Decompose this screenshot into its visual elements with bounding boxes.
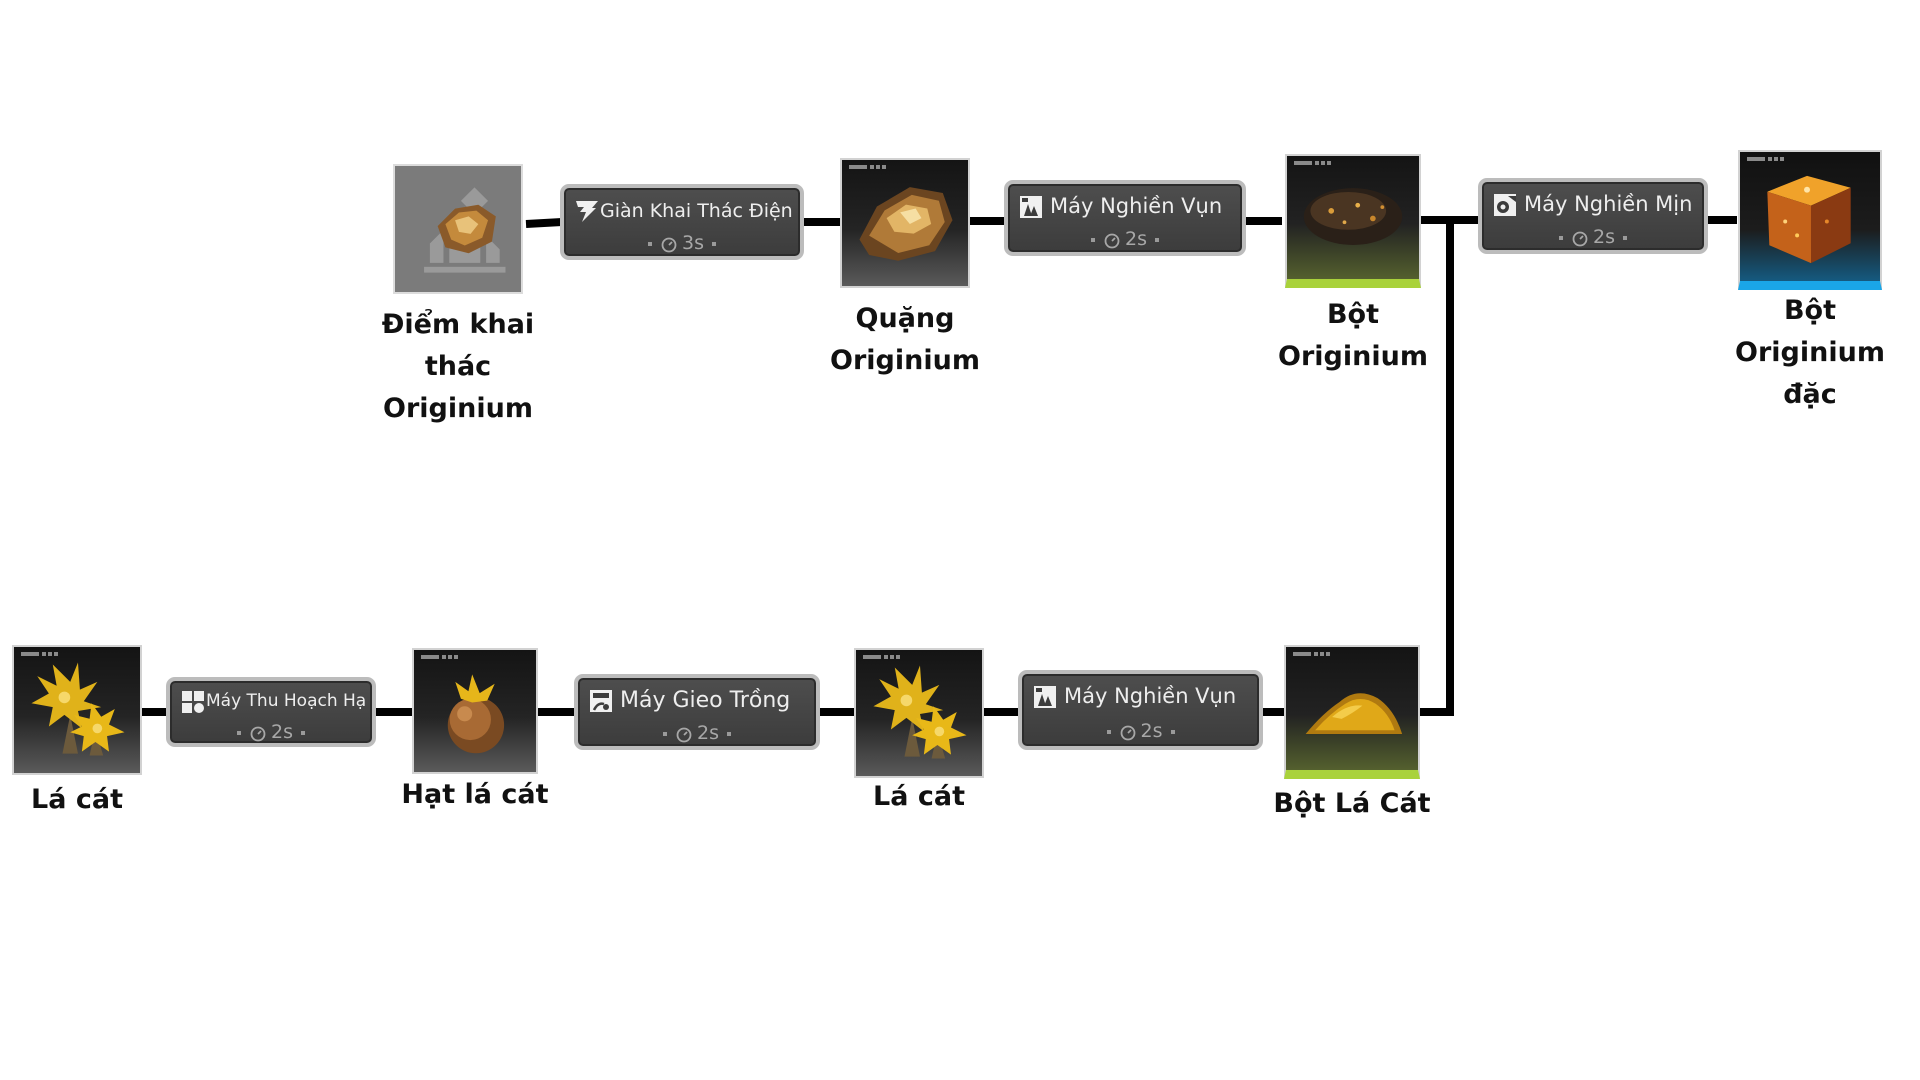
shredder-icon: [1032, 684, 1058, 710]
machine-name: Máy Nghiền Vụn: [1064, 684, 1237, 708]
clock-icon: [1120, 725, 1135, 740]
clock-icon: [250, 726, 266, 741]
machine-electric-mining-rig[interactable]: Giàn Khai Thác Điện 3s: [560, 184, 804, 260]
item-originium-powder[interactable]: Bột Originium: [1278, 154, 1428, 372]
item-dense-originium-powder[interactable]: Bột Originium đặc: [1735, 150, 1885, 410]
item-label: Bột Originium: [1278, 299, 1428, 372]
item-label: Điểm khai thác Originium: [381, 309, 535, 424]
machine-time: 2s: [170, 721, 372, 743]
machine-name: Máy Nghiền Vụn: [1050, 194, 1223, 218]
machine-time: 2s: [1482, 226, 1704, 248]
clock-icon: [1572, 231, 1588, 246]
connector-mining-point-to-rig: [525, 218, 563, 228]
electric-mining-icon: [574, 198, 600, 224]
item-sandleaf-seed[interactable]: Hạt lá cát: [401, 648, 549, 810]
machine-name: Máy Nghiền Mịn: [1524, 192, 1693, 216]
item-label: Hạt lá cát: [401, 779, 549, 810]
clock-icon: [676, 727, 692, 742]
item-sandleaf-powder[interactable]: Bột Lá Cát: [1273, 645, 1431, 819]
machine-name: Máy Thu Hoạch Hạt: [206, 691, 366, 711]
machine-time: 3s: [564, 232, 800, 254]
item-label: Lá cát: [873, 781, 965, 812]
sandleaf-plant-icon: [854, 648, 984, 778]
item-label: Quặng Originium: [830, 303, 980, 376]
item-label: Bột Originium đặc: [1735, 295, 1885, 410]
clock-icon: [1104, 233, 1120, 248]
sandleaf-seed-icon: [412, 648, 538, 774]
machine-planter[interactable]: Máy Gieo Trồng 2s: [574, 674, 820, 750]
machine-time: 2s: [1008, 228, 1242, 250]
item-sandleaf-source[interactable]: Lá cát: [12, 645, 142, 815]
clock-icon: [661, 237, 677, 252]
planter-icon: [588, 688, 614, 714]
item-sandleaf-grown[interactable]: Lá cát: [854, 648, 984, 812]
machine-name: Giàn Khai Thác Điện: [600, 200, 793, 222]
machine-time: 2s: [578, 722, 816, 744]
machine-shredder-top[interactable]: Máy Nghiền Vụn 2s: [1004, 180, 1246, 256]
sandleaf-plant-icon: [12, 645, 142, 775]
item-label: Lá cát: [31, 784, 123, 815]
mining-point-rock-icon: [393, 164, 523, 294]
machine-time: 2s: [1022, 720, 1259, 742]
item-originium-mining-point[interactable]: Điểm khai thác Originium: [382, 164, 534, 424]
originium-ore-icon: [840, 158, 970, 288]
machine-grinder[interactable]: Máy Nghiền Mịn 2s: [1478, 178, 1708, 254]
shredder-icon: [1018, 194, 1044, 220]
sandleaf-powder-icon: [1284, 645, 1420, 779]
dense-originium-cube-icon: [1738, 150, 1882, 290]
grinder-icon: [1492, 192, 1518, 218]
originium-powder-icon: [1285, 154, 1421, 288]
machine-seed-harvester[interactable]: Máy Thu Hoạch Hạt 2s: [166, 677, 376, 747]
machine-name: Máy Gieo Trồng: [620, 688, 791, 713]
item-label: Bột Lá Cát: [1273, 788, 1431, 819]
machine-shredder-bottom[interactable]: Máy Nghiền Vụn 2s: [1018, 670, 1263, 750]
seed-harvester-icon: [180, 689, 206, 715]
item-originium-ore[interactable]: Quặng Originium: [830, 158, 980, 376]
